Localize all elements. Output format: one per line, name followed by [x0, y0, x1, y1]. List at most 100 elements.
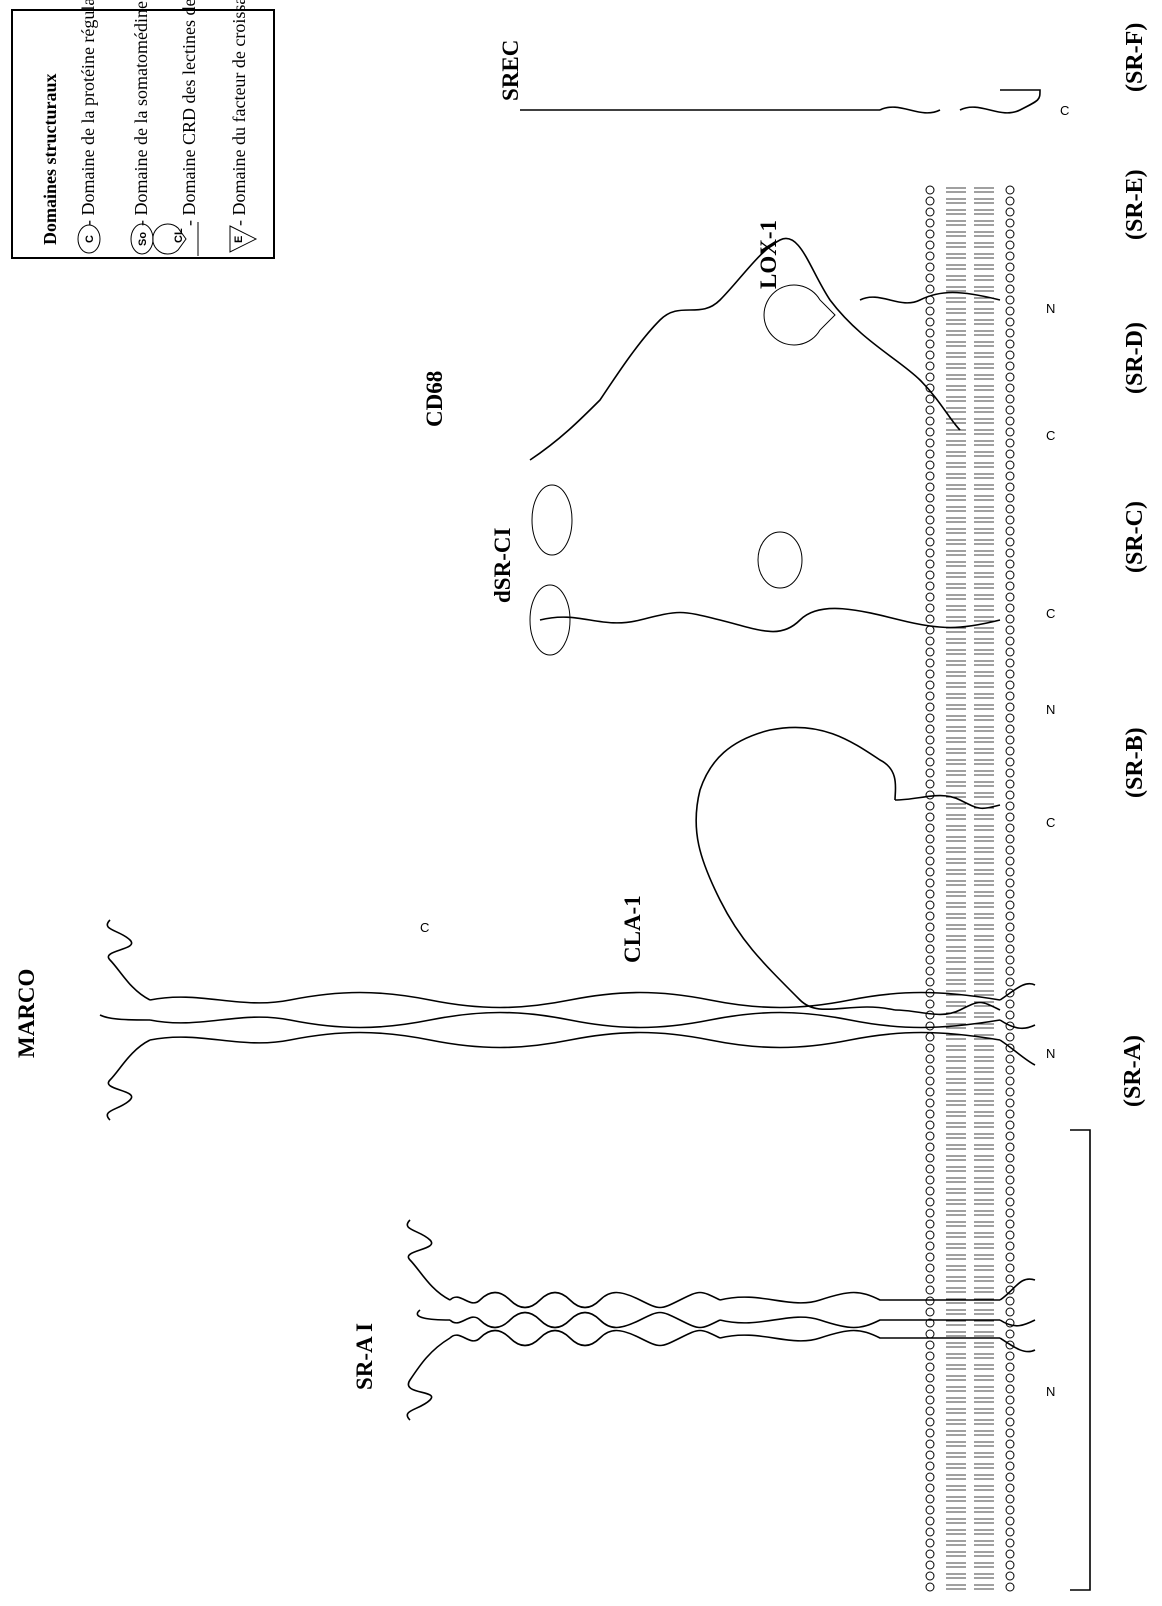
- lipid-head: [925, 1065, 935, 1075]
- lipid-head: [1005, 471, 1015, 481]
- lipid-head: [925, 471, 935, 481]
- lipid-head: [1005, 867, 1015, 877]
- lipid-head: [925, 801, 935, 811]
- lipid-head: [925, 372, 935, 382]
- lipid-head: [1005, 372, 1015, 382]
- lipid-head: [1005, 1527, 1015, 1537]
- lipid-head: [925, 1318, 935, 1328]
- ccp-domain-icon: [529, 584, 571, 656]
- lipid-head: [1005, 262, 1015, 272]
- lipid-head: [925, 878, 935, 888]
- lipid-head: [925, 1120, 935, 1130]
- lipid-head: [925, 1516, 935, 1526]
- lipid-head: [925, 1395, 935, 1405]
- somatomedin-domain-icon: [757, 531, 803, 589]
- srec-receptor: [520, 89, 1041, 114]
- c-terminus: C: [1046, 815, 1055, 830]
- lipid-head: [1005, 1472, 1015, 1482]
- lipid-head: [925, 702, 935, 712]
- lipid-head: [925, 251, 935, 261]
- lipid-head: [925, 504, 935, 514]
- lipid-head: [925, 328, 935, 338]
- lipid-head: [925, 262, 935, 272]
- lipid-head: [1005, 361, 1015, 371]
- lipid-head: [925, 570, 935, 580]
- marco-receptor: [99, 919, 1036, 1121]
- lipid-head: [925, 350, 935, 360]
- lipid-head: [1005, 878, 1015, 888]
- egf-domain-icon: E: [229, 225, 258, 253]
- legend-title: Domaines structuraux: [40, 74, 60, 246]
- lipid-head: [925, 427, 935, 437]
- lipid-head: [1005, 691, 1015, 701]
- lipid-head: [925, 196, 935, 206]
- lipid-head: [1005, 1175, 1015, 1185]
- c-terminus: C: [1060, 103, 1069, 118]
- lipid-head: [1005, 185, 1015, 195]
- dsrci-receptor: [529, 484, 1001, 656]
- c-terminus: C: [1046, 606, 1055, 621]
- lipid-head: [925, 482, 935, 492]
- lipid-head: [925, 1032, 935, 1042]
- label-cla1: CLA-1: [620, 895, 645, 963]
- svg-text:E: E: [233, 236, 245, 243]
- lipid-head: [1005, 1483, 1015, 1493]
- lipid-head: [1005, 702, 1015, 712]
- lipid-head: [1005, 427, 1015, 437]
- lipid-head: [1005, 1076, 1015, 1086]
- lipid-head: [1005, 735, 1015, 745]
- lipid-head: [925, 460, 935, 470]
- lipid-head: [925, 1582, 935, 1592]
- lipid-head: [925, 1010, 935, 1020]
- group-srf: (SR-F): [1122, 23, 1148, 92]
- lipid-head: [925, 955, 935, 965]
- lipid-head: [1005, 1428, 1015, 1438]
- lipid-head: [1005, 515, 1015, 525]
- lipid-head: [925, 889, 935, 899]
- lipid-head: [1005, 504, 1015, 514]
- lipid-head: [925, 911, 935, 921]
- n-terminus: N: [1046, 702, 1055, 717]
- lipid-head: [1005, 1417, 1015, 1427]
- lipid-head: [925, 1076, 935, 1086]
- group-sre: (SR-E): [1122, 169, 1148, 240]
- receptor-labels: SR-A I MARCO CLA-1 dSR-CI CD68 LOX-1 SRE…: [14, 40, 781, 1390]
- lipid-head: [925, 1439, 935, 1449]
- lipid-head: [1005, 559, 1015, 569]
- lipid-head: [925, 1549, 935, 1559]
- lipid-head: [925, 1494, 935, 1504]
- lipid-head: [925, 823, 935, 833]
- label-srec: SREC: [498, 40, 523, 101]
- lipid-head: [1005, 1087, 1015, 1097]
- lipid-head: [925, 1175, 935, 1185]
- lipid-head: [1005, 295, 1015, 305]
- lipid-head: [925, 1296, 935, 1306]
- lipid-head: [925, 559, 935, 569]
- lipid-head: [925, 746, 935, 756]
- lipid-head: [1005, 1032, 1015, 1042]
- lipid-head: [925, 548, 935, 558]
- lipid-head: [1005, 317, 1015, 327]
- lipid-head: [925, 1483, 935, 1493]
- lipid-head: [1005, 1329, 1015, 1339]
- lipid-head: [925, 1164, 935, 1174]
- lipid-head: [925, 1428, 935, 1438]
- lipid-head: [1005, 350, 1015, 360]
- lipid-head: [925, 1384, 935, 1394]
- legend-item-somatomedin: - Domaine de la somatomédine B: [131, 0, 151, 226]
- lipid-head: [925, 1054, 935, 1064]
- lipid-head: [925, 1219, 935, 1229]
- lipid-head: [925, 1373, 935, 1383]
- lipid-head: [1005, 537, 1015, 547]
- lipid-head: [1005, 416, 1015, 426]
- lipid-head: [1005, 999, 1015, 1009]
- lipid-head: [1005, 1120, 1015, 1130]
- lipid-head: [1005, 1549, 1015, 1559]
- legend: Domaines structuraux C So CL E - Domaine…: [11, 0, 275, 259]
- lipid-head: [925, 1197, 935, 1207]
- lipid-head: [1005, 845, 1015, 855]
- lipid-head: [925, 933, 935, 943]
- lipid-head: [925, 240, 935, 250]
- lipid-head: [925, 284, 935, 294]
- lipid-head: [1005, 1219, 1015, 1229]
